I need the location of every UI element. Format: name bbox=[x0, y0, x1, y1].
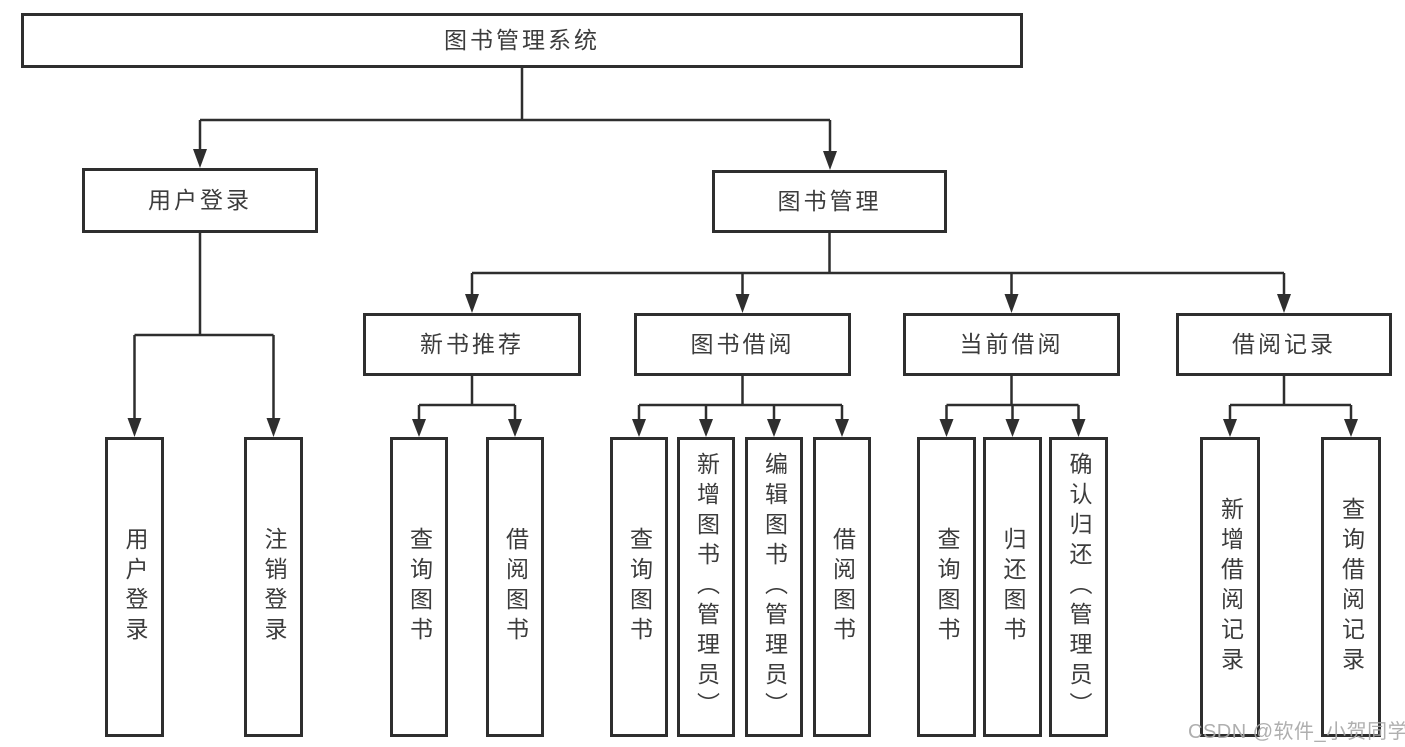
leaf-query-books-recommend-label: 查询图书 bbox=[406, 527, 433, 647]
leaf-borrow-books-recommend: 借阅图书 bbox=[486, 437, 544, 737]
leaf-query-borrow-record: 查询借阅记录 bbox=[1321, 437, 1381, 737]
leaf-user-login-label: 用户登录 bbox=[122, 527, 148, 647]
node-new-book-recommend: 新书推荐 bbox=[363, 313, 581, 376]
leaf-confirm-return-admin-label: 确认归还（管理员） bbox=[1066, 452, 1092, 722]
node-book-management-label: 图书管理 bbox=[777, 187, 882, 214]
node-library-management-system-label: 图书管理系统 bbox=[444, 26, 600, 53]
node-book-management: 图书管理 bbox=[712, 170, 947, 233]
leaf-query-borrow-record-label: 查询借阅记录 bbox=[1338, 497, 1365, 677]
leaf-edit-book-admin: 编辑图书（管理员） bbox=[745, 437, 803, 737]
node-borrowing-records: 借阅记录 bbox=[1176, 313, 1392, 376]
leaf-borrow-books-recommend-label: 借阅图书 bbox=[502, 527, 529, 647]
leaf-logout-label: 注销登录 bbox=[261, 527, 287, 647]
leaf-add-book-admin-label: 新增图书（管理员） bbox=[693, 452, 720, 722]
leaf-return-book-label: 归还图书 bbox=[1000, 527, 1026, 647]
leaf-query-books-borrowing-label: 查询图书 bbox=[626, 527, 653, 647]
leaf-edit-book-admin-label: 编辑图书（管理员） bbox=[761, 452, 788, 722]
leaf-confirm-return-admin: 确认归还（管理员） bbox=[1049, 437, 1108, 737]
node-user-login: 用户登录 bbox=[82, 168, 318, 233]
node-current-borrowing-label: 当前借阅 bbox=[959, 330, 1064, 357]
leaf-return-book: 归还图书 bbox=[983, 437, 1042, 737]
leaf-add-book-admin: 新增图书（管理员） bbox=[677, 437, 735, 737]
leaf-borrow-books-borrowing: 借阅图书 bbox=[813, 437, 871, 737]
node-user-login-label: 用户登录 bbox=[148, 186, 252, 213]
leaf-logout: 注销登录 bbox=[244, 437, 303, 737]
leaf-add-borrow-record-label: 新增借阅记录 bbox=[1217, 497, 1244, 677]
leaf-query-books-current-label: 查询图书 bbox=[934, 527, 960, 647]
leaf-add-borrow-record: 新增借阅记录 bbox=[1200, 437, 1260, 737]
node-book-borrowing: 图书借阅 bbox=[634, 313, 851, 376]
leaf-query-books-recommend: 查询图书 bbox=[390, 437, 448, 737]
node-library-management-system: 图书管理系统 bbox=[21, 13, 1023, 68]
node-borrowing-records-label: 借阅记录 bbox=[1232, 330, 1336, 357]
leaf-user-login: 用户登录 bbox=[105, 437, 164, 737]
node-book-borrowing-label: 图书借阅 bbox=[690, 330, 795, 357]
node-current-borrowing: 当前借阅 bbox=[903, 313, 1120, 376]
csdn-watermark: CSDN @软件_小贺同学 bbox=[1188, 721, 1405, 743]
leaf-borrow-books-borrowing-label: 借阅图书 bbox=[829, 527, 856, 647]
node-new-book-recommend-label: 新书推荐 bbox=[420, 330, 524, 357]
leaf-query-books-current: 查询图书 bbox=[917, 437, 976, 737]
leaf-query-books-borrowing: 查询图书 bbox=[610, 437, 668, 737]
